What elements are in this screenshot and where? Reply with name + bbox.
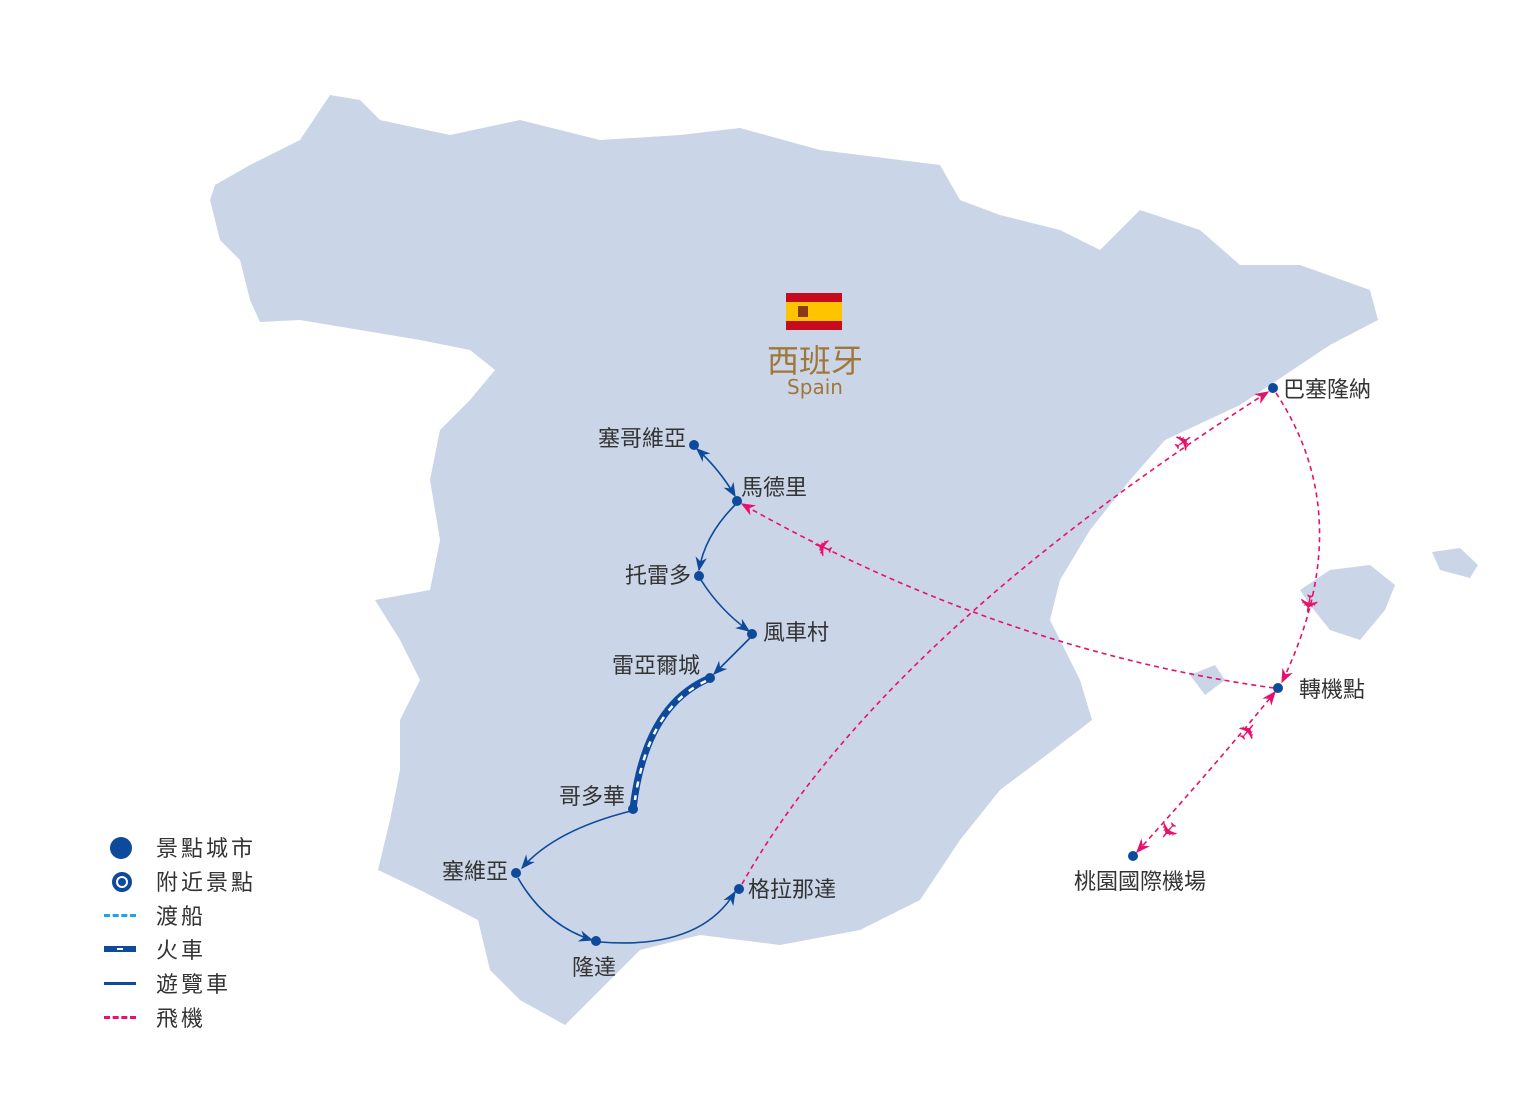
city-segovia[interactable]: 塞哥維亞 — [598, 427, 699, 452]
svg-text:馬德里: 馬德里 — [741, 476, 807, 501]
legend-label: 渡船 — [156, 905, 207, 930]
legend-label: 附近景點 — [156, 871, 257, 896]
flight-granada-barcelona — [741, 391, 1270, 885]
svg-text:轉機點: 轉機點 — [1299, 678, 1365, 703]
flight-taoyuan-transfer — [1136, 690, 1276, 854]
legend-item: 飛機 — [104, 1000, 256, 1034]
plane-icon: ✈ — [1293, 591, 1324, 616]
city-consuegra[interactable]: 風車村 — [747, 621, 829, 646]
country-name-en: Spain — [787, 375, 843, 399]
legend-item: 火車 — [104, 932, 256, 966]
svg-text:巴塞隆納: 巴塞隆納 — [1283, 378, 1371, 403]
legend-item: 景點城市 — [104, 830, 256, 864]
train-line-icon — [104, 939, 138, 959]
svg-text:格拉那達: 格拉那達 — [748, 878, 836, 903]
svg-text:風車村: 風車村 — [763, 621, 829, 646]
spain-flag-icon — [786, 293, 842, 330]
svg-text:桃園國際機場: 桃園國際機場 — [1074, 870, 1206, 895]
legend-label: 遊覽車 — [156, 973, 232, 998]
svg-text:雷亞爾城: 雷亞爾城 — [612, 654, 700, 679]
city-dot-icon — [104, 837, 138, 859]
ibiza-island — [1190, 665, 1225, 695]
legend-item: 附近景點 — [104, 864, 256, 898]
route-ronda-granada — [599, 890, 736, 944]
country-name-zh: 西班牙 — [767, 342, 863, 380]
flight-line-icon — [104, 1007, 138, 1027]
city-ronda[interactable]: 隆達 — [572, 936, 616, 981]
legend-item: 遊覽車 — [104, 966, 256, 1000]
iberian-peninsula — [210, 95, 1378, 1025]
menorca-island — [1432, 548, 1478, 578]
city-madrid[interactable]: 馬德里 — [732, 476, 807, 506]
plane-icon: ✈ — [1231, 715, 1265, 748]
legend-label: 飛機 — [156, 1007, 207, 1032]
nearby-ring-icon — [104, 871, 138, 892]
svg-text:塞哥維亞: 塞哥維亞 — [598, 427, 686, 452]
map-legend: 景點城市 附近景點 渡船 火車 遊覽車 飛機 — [104, 830, 256, 1034]
route-segovia-madrid — [695, 448, 736, 498]
svg-text:托雷多: 托雷多 — [625, 564, 691, 589]
route-seville-ronda — [517, 877, 594, 942]
legend-label: 火車 — [156, 939, 207, 964]
flight-barcelona-transfer — [1275, 392, 1321, 684]
legend-item: 渡船 — [104, 898, 256, 932]
city-ciudad-real[interactable]: 雷亞爾城 — [612, 654, 715, 683]
city-barcelona[interactable]: 巴塞隆納 — [1268, 378, 1371, 403]
route-toledo-consuegra — [700, 579, 751, 632]
city-toledo[interactable]: 托雷多 — [625, 564, 704, 589]
train-ciudadreal-cordoba-inner — [633, 679, 707, 801]
city-transfer[interactable]: 轉機點 — [1273, 678, 1365, 703]
svg-text:塞維亞: 塞維亞 — [442, 860, 508, 885]
svg-text:哥多華: 哥多華 — [559, 785, 625, 810]
ferry-line-icon — [104, 905, 138, 925]
legend-label: 景點城市 — [156, 837, 257, 862]
city-seville[interactable]: 塞維亞 — [442, 860, 521, 885]
plane-icon: ✈ — [1151, 813, 1185, 846]
city-taoyuan[interactable]: 桃園國際機場 — [1074, 851, 1206, 895]
coach-line-icon — [104, 973, 138, 993]
route-cordoba-seville — [521, 810, 632, 870]
city-cordoba[interactable]: 哥多華 — [559, 785, 638, 814]
route-consuegra-ciudadreal — [712, 637, 751, 676]
city-granada[interactable]: 格拉那達 — [734, 878, 836, 903]
route-madrid-toledo — [695, 504, 736, 572]
flight-transfer-madrid — [740, 503, 1275, 689]
mallorca-island — [1300, 565, 1395, 640]
svg-text:隆達: 隆達 — [572, 956, 616, 981]
